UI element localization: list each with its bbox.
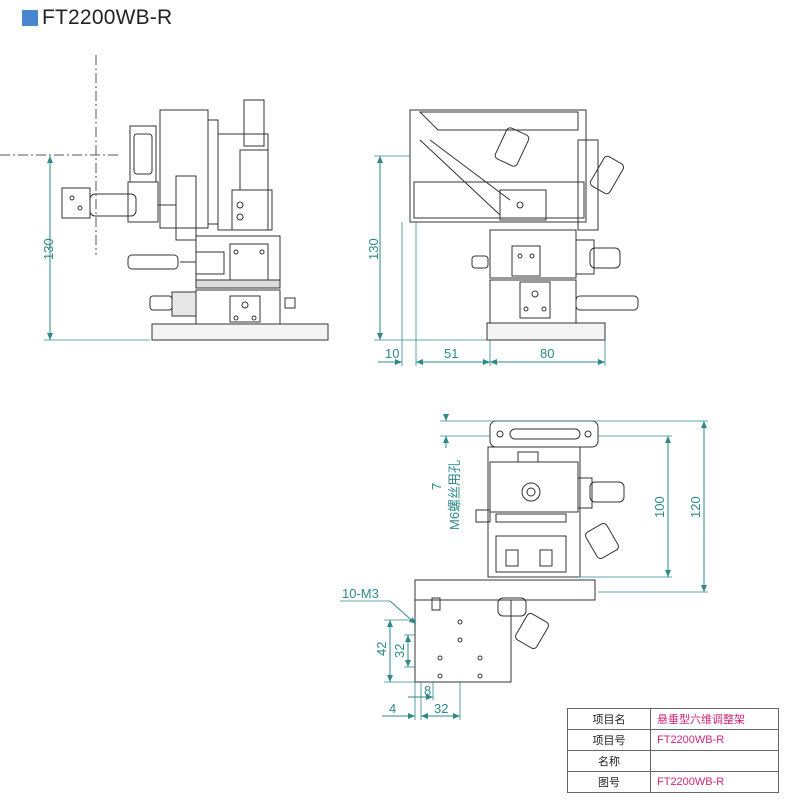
front-height-label: 130 [41,238,56,260]
table-row: 名称 [567,750,779,772]
top-8-label: 8 [424,683,431,698]
table-key: 名称 [567,750,651,772]
top-120-label: 120 [688,496,703,518]
title-square-icon [22,10,38,26]
side-height-label: 130 [366,238,381,260]
top-10m3-label: 10-M3 [342,586,379,601]
top-32h-label: 32 [434,701,448,716]
top-7-label: 7 [429,483,444,490]
table-value [650,750,779,772]
top-42-label: 42 [374,642,389,656]
table-row: 项目名 悬垂型六维调整架 [567,708,779,730]
top-100-label: 100 [652,496,667,518]
table-value: FT2200WB-R [650,771,779,793]
top-32v-label: 32 [392,644,407,658]
table-row: 图号 FT2200WB-R [567,771,779,793]
table-value: 悬垂型六维调整架 [650,708,779,730]
page-title: FT2200WB-R [42,6,173,29]
top-hole-label: M6螺丝用孔 [447,460,462,530]
title-block: FT2200WB-R [22,6,172,30]
side-view [409,109,639,341]
table-key: 项目号 [567,729,651,751]
title-table: 项目名 悬垂型六维调整架 项目号 FT2200WB-R 名称 图号 FT2200… [567,708,779,793]
table-row: 项目号 FT2200WB-R [567,729,779,751]
side-w10-label: 10 [385,346,399,361]
side-w80-label: 80 [540,346,554,361]
table-key: 项目名 [567,708,651,730]
table-key: 图号 [567,771,651,793]
table-value: FT2200WB-R [650,729,779,751]
top-view [414,420,625,683]
top-4-label: 4 [389,701,396,716]
front-view [0,55,329,341]
side-w51-label: 51 [444,346,458,361]
